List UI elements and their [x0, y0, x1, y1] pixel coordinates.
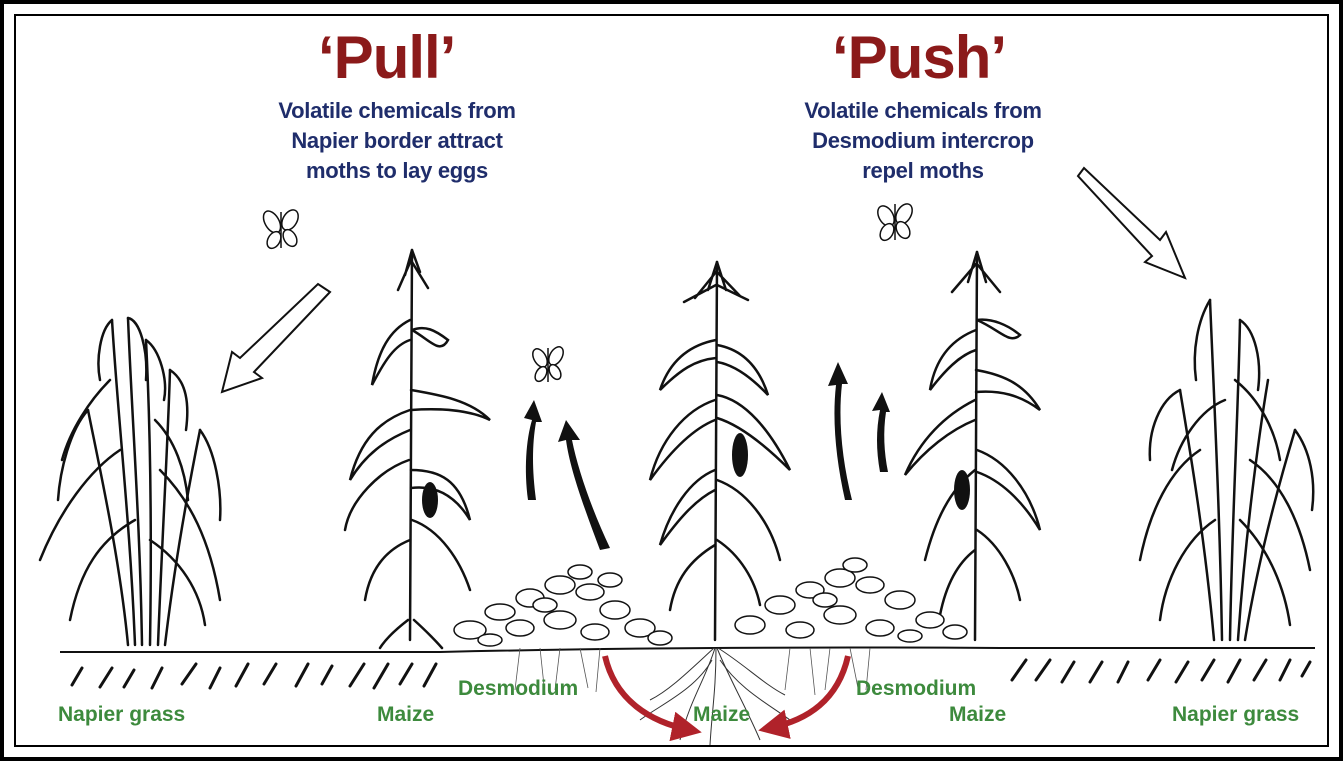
- maize-left-cob: [422, 482, 438, 518]
- pull-description: Volatile chemicals from Napier border at…: [232, 96, 562, 186]
- pull-title: ‘Pull’: [318, 28, 455, 88]
- desmodium-right-plant: [735, 558, 967, 642]
- moth-icon-left: [260, 207, 302, 251]
- push-description: Volatile chemicals from Desmodium interc…: [758, 96, 1088, 186]
- maize-center-cob: [732, 433, 748, 477]
- maize-center-plant: [650, 262, 790, 640]
- pull-hollow-arrow: [222, 284, 330, 392]
- soil-hatching-right: [1012, 660, 1310, 682]
- desmodium-left-plant: [454, 565, 672, 646]
- push-description-line-3: repel moths: [758, 156, 1088, 186]
- pull-description-line-2: Napier border attract: [232, 126, 562, 156]
- root-arrow-right: [770, 656, 848, 728]
- pull-description-line-1: Volatile chemicals from: [232, 96, 562, 126]
- maize-right-cob: [954, 470, 970, 510]
- label-maize-center: Maize: [693, 704, 750, 725]
- label-desmodium-left: Desmodium: [458, 678, 578, 699]
- maize-center-roots: [640, 648, 790, 745]
- ground-line: [60, 648, 1315, 653]
- label-desmodium-right: Desmodium: [856, 678, 976, 699]
- push-description-line-2: Desmodium intercrop: [758, 126, 1088, 156]
- label-maize-right: Maize: [949, 704, 1006, 725]
- rising-arrows: [524, 362, 890, 550]
- napier-grass-left-plant: [40, 318, 220, 645]
- pull-description-line-3: moths to lay eggs: [232, 156, 562, 186]
- maize-left-plant: [345, 250, 490, 648]
- label-napier-grass-right: Napier grass: [1172, 704, 1299, 725]
- label-maize-left: Maize: [377, 704, 434, 725]
- label-napier-grass-left: Napier grass: [58, 704, 185, 725]
- push-hollow-arrow: [1078, 168, 1185, 278]
- soil-hatching-left: [72, 664, 436, 688]
- push-description-line-1: Volatile chemicals from: [758, 96, 1088, 126]
- push-title: ‘Push’: [832, 28, 1006, 88]
- napier-grass-right-plant: [1140, 300, 1313, 640]
- moth-icon-center: [530, 344, 566, 383]
- root-arrow-left: [605, 656, 690, 730]
- moth-icon-right: [874, 201, 915, 243]
- maize-right-plant: [905, 252, 1040, 640]
